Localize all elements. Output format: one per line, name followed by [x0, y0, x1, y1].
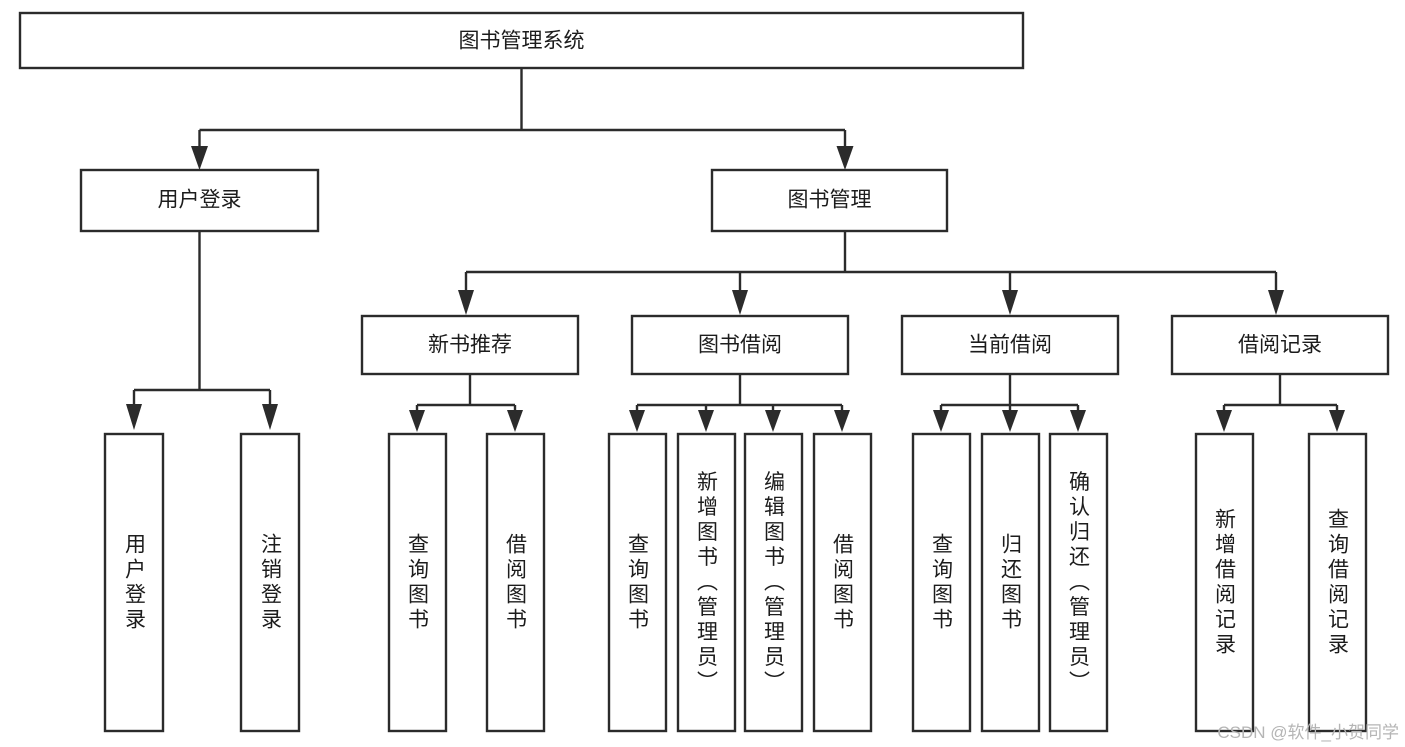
arrowhead-user-login — [191, 146, 208, 170]
leaf-borrow-add-book[interactable]: 新增图书（管理员） — [676, 432, 737, 733]
leaf-current-confirm-return-box[interactable] — [1048, 432, 1109, 733]
node-new-book-recommend-box[interactable] — [360, 314, 580, 376]
leaf-records-query-record-box[interactable] — [1307, 432, 1368, 733]
arrowhead-leaf-user-login — [126, 404, 142, 430]
node-root-label: 图书管理系统 — [459, 30, 585, 53]
leaf-records-add-record-box[interactable] — [1194, 432, 1255, 733]
leaf-current-query-book-box[interactable] — [911, 432, 972, 733]
leaf-recommend-borrow-book-label: 借阅图书 — [504, 533, 528, 633]
leaf-recommend-borrow-book-box[interactable] — [485, 432, 546, 733]
node-user-login[interactable]: 用户登录 — [79, 168, 320, 233]
leaf-recommend-query-book-box[interactable] — [387, 432, 448, 733]
leaf-records-add-record-label: 新增借阅记录 — [1213, 508, 1237, 658]
leaf-records-query-record[interactable]: 查询借阅记录 — [1307, 432, 1368, 733]
connector-layer — [126, 68, 1345, 432]
leaf-logout-box[interactable] — [239, 432, 301, 733]
leaf-borrow-borrow-book[interactable]: 借阅图书 — [812, 432, 873, 733]
leaf-logout[interactable]: 注销登录 — [239, 432, 301, 733]
node-book-borrow-label: 图书借阅 — [698, 334, 782, 357]
leaf-recommend-query-book-label: 查询图书 — [406, 533, 430, 633]
node-current-borrow-label: 当前借阅 — [968, 334, 1052, 357]
node-book-manage-label: 图书管理 — [788, 189, 872, 212]
arrowhead-current-leaf-3 — [1070, 410, 1086, 432]
node-root[interactable]: 图书管理系统 — [18, 11, 1025, 70]
node-borrow-records-box[interactable] — [1170, 314, 1390, 376]
arrowhead-borrow-leaf-4 — [834, 410, 850, 432]
node-book-manage-box[interactable] — [710, 168, 949, 233]
arrowhead-borrow-leaf-2 — [698, 410, 714, 432]
arrowhead-book-manage — [836, 146, 854, 170]
arrowhead-book-borrow — [732, 290, 748, 315]
leaf-borrow-query-book[interactable]: 查询图书 — [607, 432, 668, 733]
leaf-current-return-book[interactable]: 归还图书 — [980, 432, 1041, 733]
arrowhead-current-leaf-2 — [1002, 410, 1018, 432]
node-user-login-box[interactable] — [79, 168, 320, 233]
leaf-borrow-borrow-book-box[interactable] — [812, 432, 873, 733]
arrowhead-records-leaf-2 — [1329, 410, 1345, 432]
leaf-records-add-record[interactable]: 新增借阅记录 — [1194, 432, 1255, 733]
arrowhead-borrow-records — [1268, 290, 1284, 315]
leaf-current-query-book-label: 查询图书 — [930, 533, 954, 633]
arrowhead-records-leaf-1 — [1216, 410, 1232, 432]
arrowhead-leaf-logout — [262, 404, 278, 430]
leaf-logout-label: 注销登录 — [259, 533, 283, 633]
node-new-book-recommend-label: 新书推荐 — [428, 334, 512, 357]
leaf-borrow-edit-book[interactable]: 编辑图书（管理员） — [743, 432, 804, 733]
arrowhead-borrow-leaf-3 — [765, 410, 781, 432]
leaf-current-confirm-return-label: 确认归还（管理员） — [1067, 471, 1091, 696]
node-current-borrow-box[interactable] — [900, 314, 1120, 376]
leaf-borrow-edit-book-label: 编辑图书（管理员） — [762, 471, 786, 696]
arrowhead-current-leaf-1 — [933, 410, 949, 432]
leaf-current-confirm-return[interactable]: 确认归还（管理员） — [1048, 432, 1109, 733]
node-book-borrow-box[interactable] — [630, 314, 850, 376]
leaf-borrow-query-book-label: 查询图书 — [626, 533, 650, 633]
node-borrow-records-label: 借阅记录 — [1238, 334, 1322, 357]
leaf-borrow-borrow-book-label: 借阅图书 — [831, 533, 855, 633]
node-borrow-records[interactable]: 借阅记录 — [1170, 314, 1390, 376]
csdn-watermark: CSDN @软件_小贺同学 — [1217, 723, 1399, 742]
leaf-current-return-book-box[interactable] — [980, 432, 1041, 733]
leaf-current-query-book[interactable]: 查询图书 — [911, 432, 972, 733]
arrowhead-current-borrow — [1002, 290, 1018, 315]
arrowhead-new-book-recommend — [458, 290, 474, 315]
arrowhead-recommend-leaf-1 — [409, 410, 425, 432]
leaf-borrow-edit-book-box[interactable] — [743, 432, 804, 733]
leaf-user-login-label: 用户登录 — [123, 533, 147, 633]
node-new-book-recommend[interactable]: 新书推荐 — [360, 314, 580, 376]
node-current-borrow[interactable]: 当前借阅 — [900, 314, 1120, 376]
leaf-borrow-query-book-box[interactable] — [607, 432, 668, 733]
leaf-borrow-add-book-label: 新增图书（管理员） — [695, 471, 719, 696]
node-user-login-label: 用户登录 — [158, 189, 242, 212]
arrowhead-borrow-leaf-1 — [629, 410, 645, 432]
leaf-recommend-borrow-book[interactable]: 借阅图书 — [485, 432, 546, 733]
leaf-user-login-box[interactable] — [103, 432, 165, 733]
leaf-borrow-add-book-box[interactable] — [676, 432, 737, 733]
leaf-records-query-record-label: 查询借阅记录 — [1326, 508, 1350, 658]
leaf-user-login[interactable]: 用户登录 — [103, 432, 165, 733]
node-root-box[interactable] — [18, 11, 1025, 70]
node-book-manage[interactable]: 图书管理 — [710, 168, 949, 233]
leaf-recommend-query-book[interactable]: 查询图书 — [387, 432, 448, 733]
node-book-borrow[interactable]: 图书借阅 — [630, 314, 850, 376]
arrowhead-recommend-leaf-2 — [507, 410, 523, 432]
leaf-current-return-book-label: 归还图书 — [999, 533, 1023, 633]
